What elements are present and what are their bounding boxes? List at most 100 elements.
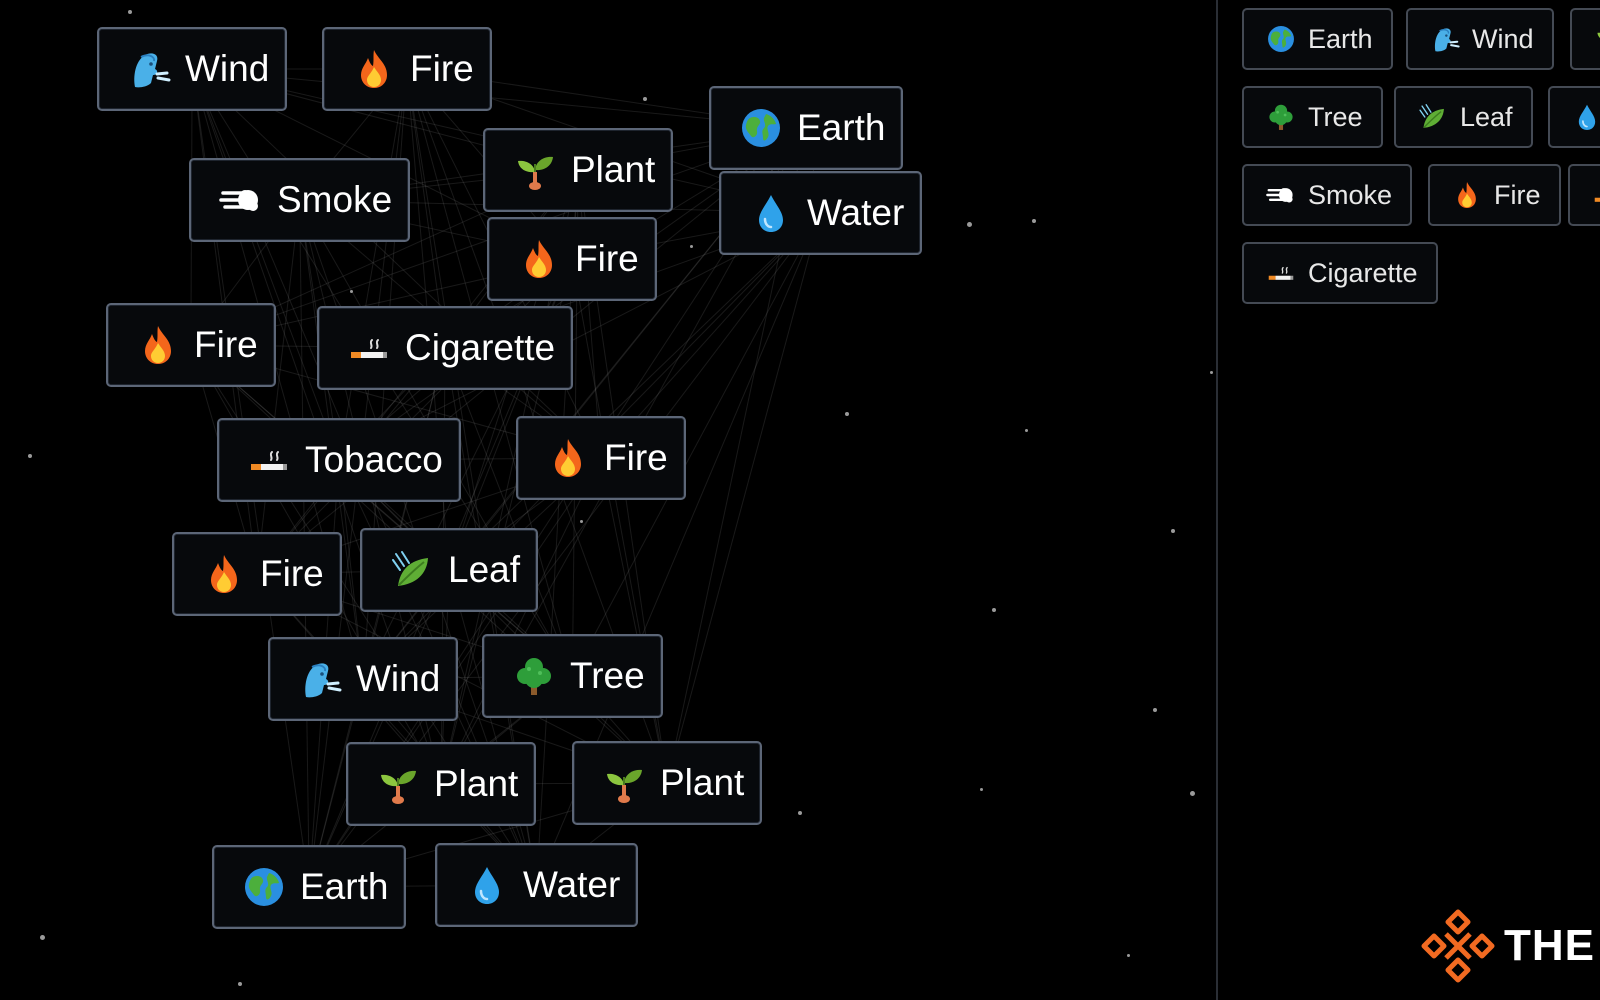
- element-label: Fire: [194, 324, 258, 365]
- star-dot: [1190, 791, 1195, 796]
- canvas-element-earth[interactable]: Earth: [709, 86, 904, 170]
- sidebar-item-earth[interactable]: Earth: [1242, 8, 1393, 70]
- fire-icon: [1452, 180, 1482, 210]
- star-dot: [1153, 708, 1157, 712]
- canvas-element-leaf[interactable]: Leaf: [360, 528, 539, 612]
- fire-icon: [136, 323, 180, 367]
- canvas-element-plant[interactable]: Plant: [483, 128, 674, 212]
- star-dot: [690, 245, 693, 248]
- sidebar-divider: [1216, 0, 1218, 1000]
- dash-smoke-icon: [1266, 180, 1296, 210]
- element-label: Fire: [410, 48, 474, 89]
- water-drop-icon: [465, 863, 509, 907]
- canvas-element-water[interactable]: Water: [435, 843, 639, 927]
- elements-sidebar[interactable]: Earth Wind Tree Leaf Smoke Fire Cigarett…: [1218, 0, 1600, 1000]
- earth-globe-icon: [1266, 24, 1296, 54]
- canvas-element-cigarette[interactable]: Cigarette: [317, 306, 574, 390]
- star-dot: [798, 811, 802, 815]
- element-label: Wind: [356, 658, 441, 699]
- star-dot: [28, 454, 32, 458]
- sidebar-item-cigarette[interactable]: Cigarette: [1242, 242, 1438, 304]
- star-dot: [1025, 429, 1028, 432]
- connection-line: [191, 68, 340, 461]
- wind-face-icon: [298, 657, 342, 701]
- canvas-element-smoke[interactable]: Smoke: [189, 158, 411, 242]
- wind-face-icon: [1430, 24, 1460, 54]
- seedling-icon: [602, 761, 646, 805]
- cigarette-icon: [347, 326, 391, 370]
- cigarette-icon: [247, 438, 291, 482]
- element-label: Smoke: [277, 179, 393, 220]
- sidebar-item-label: Cigarette: [1308, 257, 1418, 288]
- canvas-element-fire[interactable]: Fire: [516, 416, 686, 500]
- canvas-element-tree[interactable]: Tree: [482, 634, 663, 718]
- leaf-icon: [1418, 102, 1448, 132]
- sidebar-item-label: Leaf: [1460, 101, 1513, 132]
- sidebar-item-smoke[interactable]: Smoke: [1242, 164, 1413, 226]
- canvas-element-earth[interactable]: Earth: [212, 845, 407, 929]
- crafting-canvas[interactable]: Wind Fire Earth Plant Smoke Water Fire F…: [0, 0, 1216, 1000]
- element-label: Fire: [260, 553, 324, 594]
- sidebar-item-plant[interactable]: [1570, 8, 1600, 70]
- canvas-element-wind[interactable]: Wind: [97, 27, 288, 111]
- element-label: Plant: [571, 149, 656, 190]
- seedling-icon: [1594, 24, 1600, 54]
- sidebar-item-label: Earth: [1308, 23, 1373, 54]
- element-label: Fire: [575, 238, 639, 279]
- canvas-element-plant[interactable]: Plant: [572, 741, 763, 825]
- canvas-element-fire[interactable]: Fire: [106, 303, 276, 387]
- connection-line: [666, 212, 822, 784]
- dash-smoke-icon: [219, 178, 263, 222]
- sidebar-item-cigarette-partial[interactable]: [1568, 164, 1600, 226]
- element-label: Cigarette: [405, 327, 556, 368]
- earth-globe-icon: [739, 106, 783, 150]
- element-label: Earth: [797, 107, 886, 148]
- tree-icon: [512, 654, 556, 698]
- fire-icon: [517, 237, 561, 281]
- canvas-element-fire[interactable]: Fire: [172, 532, 342, 616]
- connection-line: [600, 457, 668, 784]
- sidebar-item-label: Smoke: [1308, 179, 1393, 210]
- sidebar-item-fire[interactable]: Fire: [1428, 164, 1561, 226]
- cigarette-icon: [1266, 258, 1296, 288]
- sidebar-item-leaf[interactable]: Leaf: [1394, 86, 1533, 148]
- element-label: Wind: [185, 48, 270, 89]
- star-dot: [967, 222, 972, 227]
- connection-line: [571, 212, 822, 677]
- connection-line: [444, 347, 573, 677]
- element-label: Tree: [570, 655, 645, 696]
- canvas-element-tobacco[interactable]: Tobacco: [217, 418, 461, 502]
- sidebar-item-tree[interactable]: Tree: [1242, 86, 1383, 148]
- element-label: Tobacco: [305, 439, 443, 480]
- watermark-text: THE: [1504, 921, 1595, 970]
- connection-line: [440, 457, 602, 785]
- connection-line: [448, 569, 538, 886]
- connection-line: [338, 68, 408, 461]
- fire-icon: [546, 436, 590, 480]
- connection-line: [448, 212, 822, 571]
- star-dot: [1032, 219, 1036, 223]
- connection-line: [190, 344, 573, 677]
- element-label: Earth: [300, 866, 389, 907]
- element-label: Leaf: [448, 549, 521, 590]
- sidebar-item-wind[interactable]: Wind: [1406, 8, 1554, 70]
- sidebar-item-water[interactable]: [1548, 86, 1600, 148]
- canvas-element-water[interactable]: Water: [719, 171, 923, 255]
- canvas-element-fire[interactable]: Fire: [322, 27, 492, 111]
- water-drop-icon: [1572, 102, 1600, 132]
- element-label: Fire: [604, 437, 668, 478]
- sidebar-item-label: Fire: [1494, 179, 1541, 210]
- star-dot: [350, 290, 353, 293]
- canvas-element-fire[interactable]: Fire: [487, 217, 657, 301]
- element-label: Plant: [660, 762, 745, 803]
- connection-line: [308, 569, 450, 888]
- seedling-icon: [513, 148, 557, 192]
- star-dot: [128, 10, 132, 14]
- star-dot: [980, 788, 983, 791]
- canvas-element-plant[interactable]: Plant: [346, 742, 537, 826]
- wind-face-icon: [127, 47, 171, 91]
- star-dot: [992, 608, 996, 612]
- sidebar-item-label: Tree: [1308, 101, 1363, 132]
- leaf-icon: [390, 548, 434, 592]
- canvas-element-wind[interactable]: Wind: [268, 637, 459, 721]
